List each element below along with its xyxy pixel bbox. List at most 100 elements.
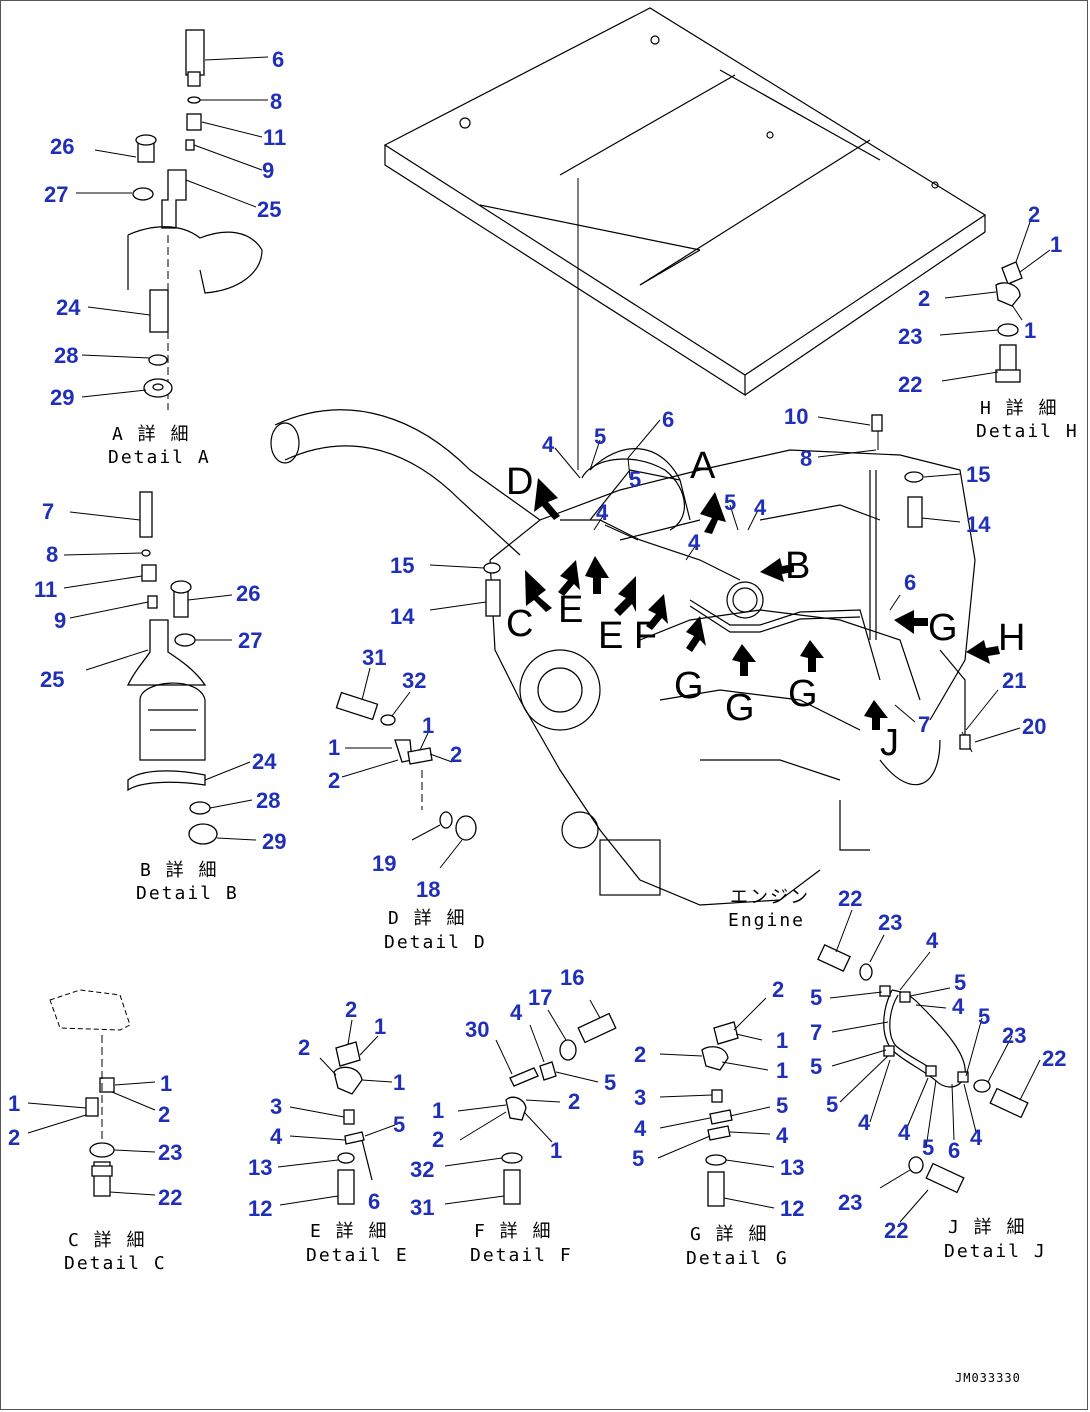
part-number: 29	[262, 829, 286, 854]
part-number: 2	[345, 997, 357, 1022]
engine-drawing	[270, 409, 976, 906]
callout-a: A	[690, 445, 716, 487]
detail-captions: A 詳 細 Detail A B 詳 細 Detail B C 詳 細 Deta…	[64, 398, 1077, 1274]
part-number: 4	[926, 928, 939, 953]
part-number: 9	[262, 158, 274, 183]
caption-detail-a: Detail A	[108, 447, 211, 468]
detail-g-drawing	[657, 997, 775, 1209]
detail-f-drawing	[444, 999, 617, 1205]
callout-j: J	[880, 722, 899, 764]
part-number: 21	[1002, 668, 1026, 693]
part-number: 2	[450, 742, 462, 767]
part-number: 25	[40, 667, 64, 692]
floor-panel-drawing	[383, 7, 987, 470]
part-number: 23	[838, 1190, 862, 1215]
callout-ef: E F	[598, 615, 657, 657]
part-number: 30	[465, 1017, 489, 1042]
part-number: 23	[158, 1140, 182, 1165]
part-number: 5	[810, 985, 822, 1010]
callout-g: G	[788, 673, 818, 715]
part-number: 19	[372, 851, 396, 876]
part-number: 2	[298, 1035, 310, 1060]
part-number: 4	[270, 1124, 283, 1149]
part-number: 13	[248, 1155, 272, 1180]
caption-detail-b-jp: B 詳 細	[140, 860, 219, 881]
detail-c-drawing	[27, 989, 156, 1197]
detail-h-drawing	[939, 221, 1051, 383]
part-number: 31	[410, 1195, 434, 1220]
part-number: 23	[898, 324, 922, 349]
part-number: 5	[776, 1093, 788, 1118]
part-number: 18	[416, 877, 440, 902]
part-number: 14	[966, 512, 991, 537]
part-number: 1	[776, 1028, 788, 1053]
part-number: 22	[884, 1218, 908, 1243]
detail-j-drawing	[817, 909, 1041, 1223]
callout-b: B	[785, 545, 810, 587]
part-number: 9	[54, 608, 66, 633]
part-number: 13	[780, 1155, 804, 1180]
part-number: 23	[1002, 1023, 1026, 1048]
part-number: 22	[898, 372, 922, 397]
detail-b-drawing	[63, 491, 257, 845]
part-number: 5	[393, 1112, 405, 1137]
part-number: 5	[629, 467, 641, 492]
callout-d: D	[506, 461, 533, 503]
part-number: 5	[594, 424, 606, 449]
caption-detail-f-jp: F 詳 細	[474, 1221, 553, 1242]
detail-a-drawing	[76, 29, 269, 410]
part-number: 4	[596, 500, 609, 525]
part-number: 6	[948, 1138, 960, 1163]
part-number: 23	[878, 910, 902, 935]
part-number: 26	[50, 134, 74, 159]
part-number: 1	[8, 1091, 20, 1116]
part-number: 31	[362, 645, 386, 670]
part-number: 5	[978, 1004, 990, 1029]
caption-detail-g: Detail G	[686, 1248, 789, 1269]
part-number: 5	[826, 1092, 838, 1117]
part-number: 28	[54, 343, 78, 368]
part-number: 22	[838, 886, 862, 911]
caption-detail-c-jp: C 詳 細	[68, 1230, 147, 1251]
part-number: 6	[272, 47, 284, 72]
part-number: 1	[776, 1058, 788, 1083]
caption-detail-d: Detail D	[384, 932, 487, 953]
callout-e: E	[558, 589, 583, 631]
callout-g: G	[725, 687, 755, 729]
caption-detail-j-jp: J 詳 細	[948, 1217, 1027, 1238]
caption-detail-e: Detail E	[306, 1245, 409, 1266]
part-number: 8	[270, 89, 282, 114]
part-number: 5	[954, 970, 966, 995]
part-number: 8	[800, 446, 812, 471]
part-number: 4	[952, 994, 965, 1019]
part-number: 1	[328, 735, 340, 760]
caption-detail-a-jp: A 詳 細	[112, 424, 191, 445]
part-number: 2	[918, 286, 930, 311]
part-number: 4	[688, 530, 701, 555]
part-number: 6	[904, 570, 916, 595]
part-number: 10	[784, 404, 808, 429]
part-number: 20	[1022, 714, 1046, 739]
part-number: 4	[754, 495, 767, 520]
part-number: 11	[34, 577, 57, 602]
part-number: 27	[44, 182, 68, 207]
caption-detail-h-jp: H 詳 細	[980, 398, 1059, 419]
callout-arrows	[525, 478, 1000, 730]
part-number: 16	[560, 965, 584, 990]
main-leaders	[429, 416, 1021, 750]
part-number: 22	[158, 1185, 182, 1210]
part-number: 15	[390, 553, 414, 578]
part-number: 2	[158, 1102, 170, 1127]
part-number: 4	[776, 1123, 789, 1148]
part-number: 26	[236, 581, 260, 606]
part-number: 8	[46, 542, 58, 567]
part-number: 4	[542, 432, 555, 457]
caption-engine-jp: エンジン	[730, 887, 810, 908]
caption-detail-j: Detail J	[944, 1241, 1047, 1262]
part-number: 1	[1050, 232, 1062, 257]
part-number: 1	[160, 1071, 172, 1096]
part-number: 5	[632, 1146, 644, 1171]
part-number: 25	[257, 197, 281, 222]
part-number: 2	[432, 1127, 444, 1152]
